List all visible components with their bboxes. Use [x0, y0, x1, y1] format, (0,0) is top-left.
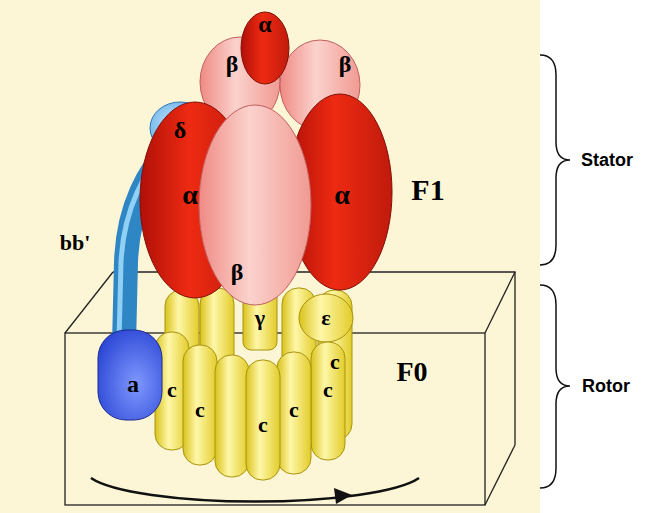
bracket-label: Stator — [581, 151, 633, 169]
subunit-label: β — [231, 260, 244, 284]
subunit-label: γ — [255, 307, 265, 329]
subunit-label: ε — [321, 307, 330, 329]
background — [0, 0, 540, 513]
subunit-label: δ — [174, 118, 186, 142]
rotor-brace — [540, 285, 570, 488]
subunit-label: c — [167, 379, 177, 401]
a-subunit — [98, 330, 162, 420]
arrow-head — [334, 488, 352, 504]
subunit-label: c — [289, 399, 299, 421]
c-ring-front — [155, 332, 345, 480]
subunit-label: α — [334, 181, 350, 209]
bracket-label: Rotor — [582, 377, 630, 395]
domain-label: F0 — [396, 358, 427, 386]
rotation-arrow — [91, 478, 419, 502]
subunit-label: c — [323, 379, 333, 401]
subunit-label: bb' — [60, 232, 91, 254]
stator-brace — [540, 55, 570, 265]
subunit-label: c — [330, 351, 340, 373]
epsilon-subunit — [299, 294, 353, 342]
subunit-label: β — [226, 52, 239, 76]
subunit-label: α — [182, 181, 198, 209]
subunit-label: a — [127, 372, 139, 396]
subunit-label: c — [195, 399, 205, 421]
beta-subunit — [199, 105, 311, 305]
subunit-label: β — [339, 52, 352, 76]
subunit-label: c — [258, 414, 268, 436]
alpha-subunit — [241, 12, 289, 84]
subunit-label: α — [258, 12, 271, 36]
domain-label: F1 — [411, 175, 444, 205]
